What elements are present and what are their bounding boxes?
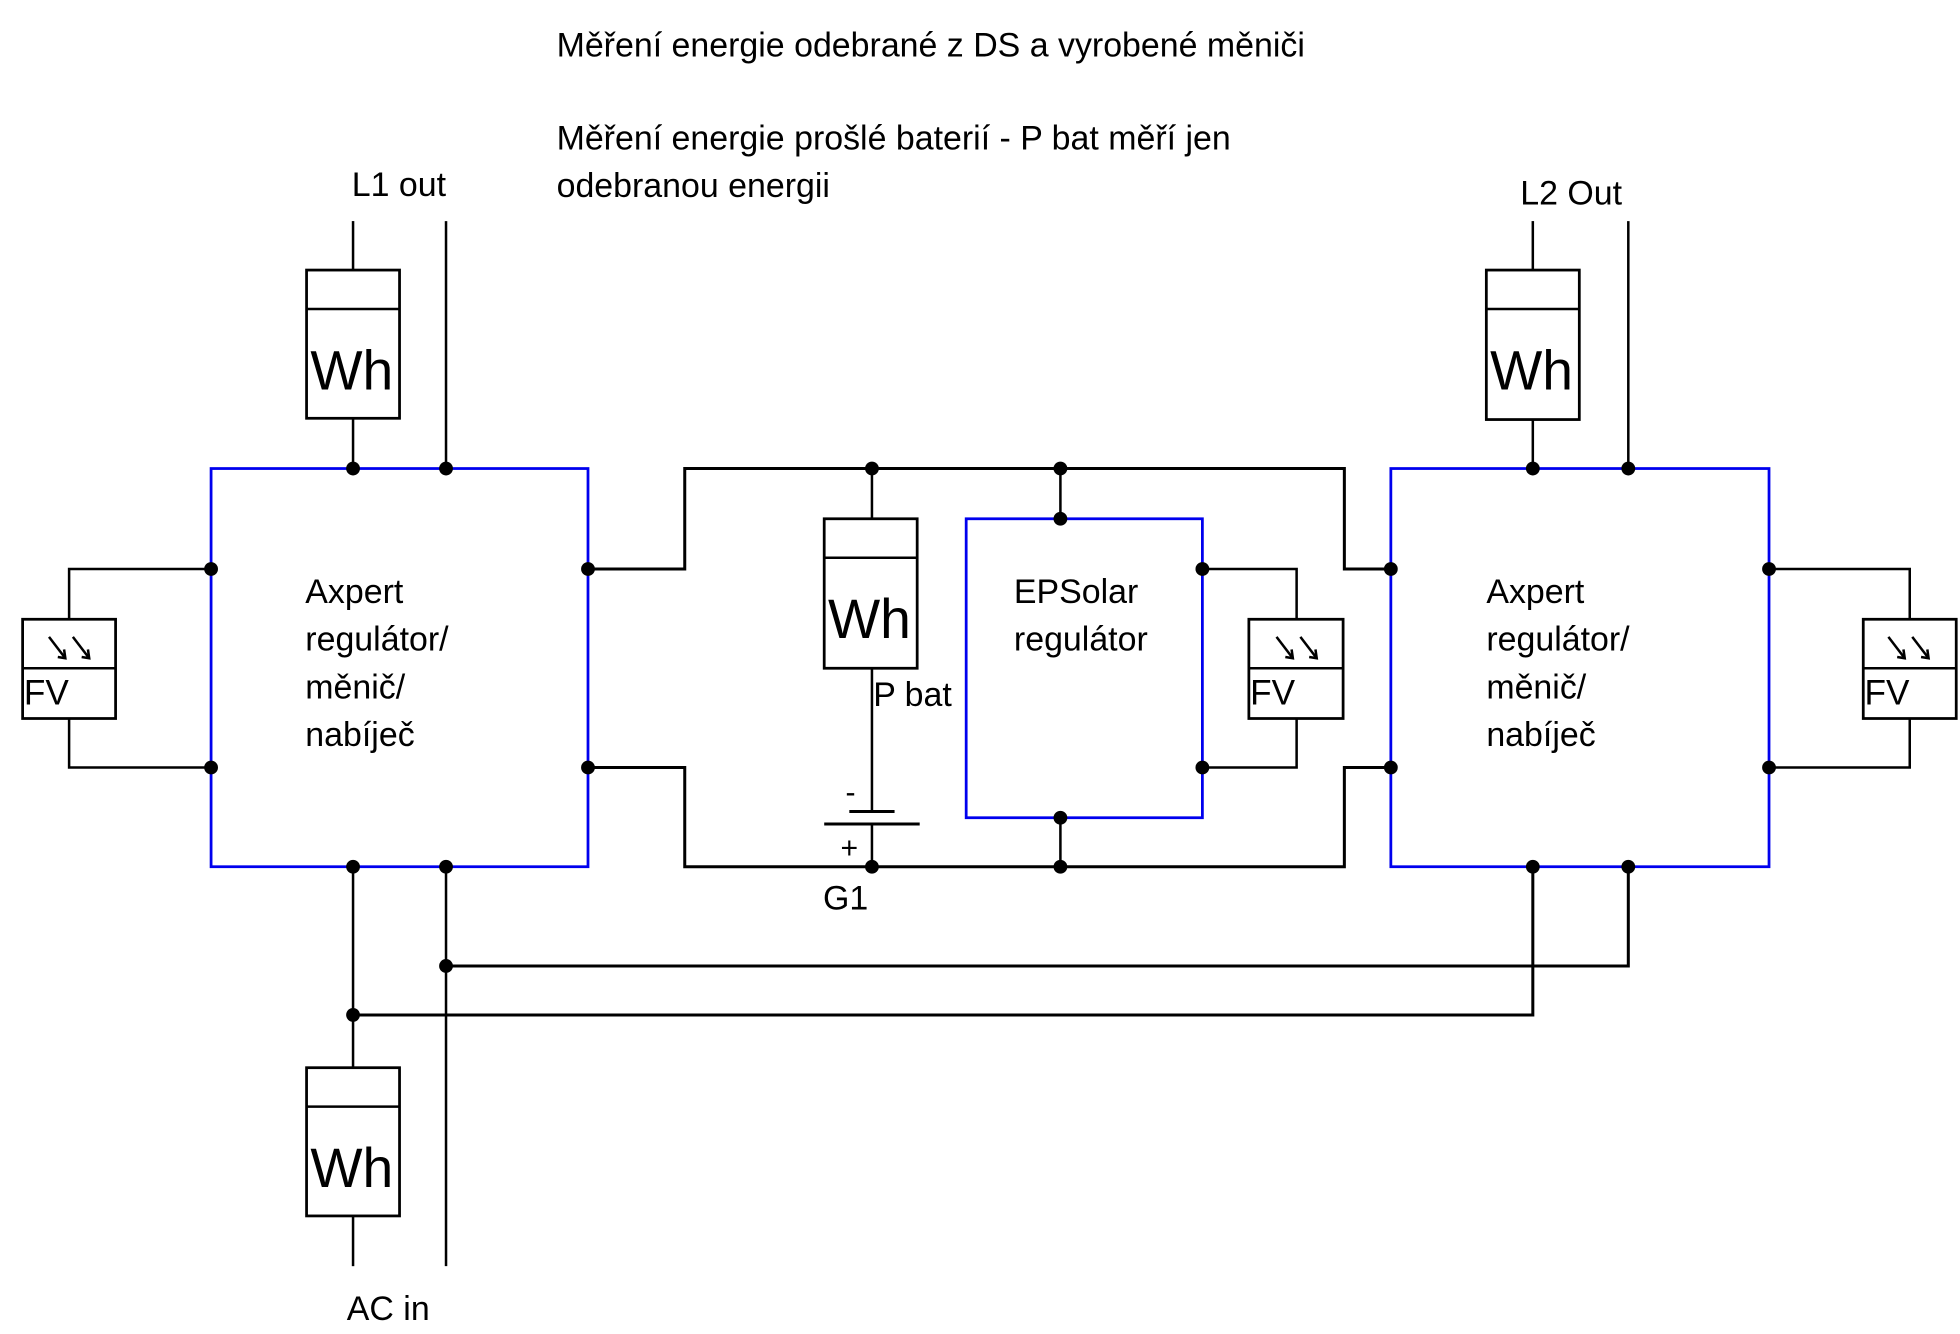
light-arrows-icon — [1275, 636, 1319, 660]
junction-dot — [1053, 859, 1068, 874]
dc-bus-bottom — [588, 765, 1391, 869]
p-bat-label: P bat — [873, 676, 952, 714]
junction-dot — [204, 562, 218, 576]
axpert-right-outline — [1389, 467, 1771, 869]
junction-dot — [439, 461, 453, 476]
junction-dot — [1383, 760, 1398, 775]
junction-dot — [346, 1008, 360, 1022]
battery-name-label: G1 — [823, 879, 868, 917]
battery-energy-meter: Wh — [822, 517, 919, 670]
meter-body — [305, 268, 401, 420]
ac-energy-meter: Wh — [305, 1066, 401, 1218]
pv-left-label: FV — [24, 674, 69, 713]
junction-dot — [1053, 461, 1068, 476]
pv-left-wire-bottom — [67, 718, 212, 769]
dc-bus — [588, 467, 1391, 869]
battery-branch: Wh P bat - + G1 — [822, 468, 952, 917]
pv-right-wire-bottom — [1769, 718, 1911, 769]
epsolar-line-1: EPSolar — [1014, 573, 1138, 611]
l2-energy-meter: Wh — [1484, 268, 1581, 421]
junction-dot — [439, 859, 453, 874]
axpert-left-line-1: Axpert — [305, 573, 404, 611]
ac-line-bridge — [353, 866, 1535, 1017]
light-arrows-icon — [48, 636, 91, 660]
junction-dot — [1621, 461, 1636, 476]
pv-panel-right: FV — [1769, 567, 1958, 769]
meter-body — [305, 1066, 401, 1218]
meter-label: Wh — [1490, 339, 1573, 401]
junction-dot — [1195, 760, 1210, 775]
pv-right-label: FV — [1865, 674, 1910, 713]
epsolar-line-2: regulátor — [1014, 621, 1148, 659]
junction-dot — [346, 461, 360, 476]
l1-energy-meter: Wh — [305, 268, 401, 420]
axpert-right-block: Axpert regulátor/ měnič/ nabíječ — [1389, 467, 1771, 869]
note-line-1: Měření energie odebrané z DS a vyrobené … — [557, 27, 1305, 65]
terminal-ac-in-label: AC in — [347, 1290, 430, 1328]
pv-mid-wire-top — [1202, 567, 1298, 620]
junction-dot — [346, 859, 360, 874]
junction-dot — [1383, 562, 1398, 576]
terminal-l2-out-label: L2 Out — [1520, 175, 1622, 213]
pv-panel-left: FV — [21, 567, 212, 769]
junction-dot — [204, 760, 218, 775]
axpert-right-line-2: regulátor/ — [1486, 621, 1630, 659]
junction-dot — [581, 760, 595, 775]
junction-dot — [1762, 760, 1776, 775]
note-line-2a: Měření energie prošlé baterií - P bat mě… — [557, 119, 1231, 157]
axpert-left-block: Axpert regulátor/ měnič/ nabíječ — [209, 467, 590, 869]
battery-minus-label: - — [846, 777, 856, 810]
junction-nodes — [204, 461, 1776, 1022]
axpert-left-outline — [209, 467, 590, 869]
junction-dot — [865, 461, 879, 476]
battery-plus-label: + — [841, 832, 859, 865]
l2-output-group: Wh — [1484, 221, 1630, 469]
pv-mid-wire-bottom — [1202, 718, 1298, 769]
light-arrows-icon — [1887, 636, 1931, 660]
epsolar-block: EPSolar regulátor — [964, 468, 1204, 867]
epsolar-outline — [964, 517, 1204, 820]
junction-dot — [1621, 859, 1636, 874]
pv-right-wire-top — [1769, 567, 1911, 620]
ac-input-group: Wh — [305, 866, 1630, 1267]
meter-body — [1484, 268, 1581, 421]
pv-left-wire-top — [67, 567, 212, 620]
meter-label: Wh — [828, 588, 911, 650]
dc-bus-top — [588, 467, 1391, 571]
axpert-left-line-3: měnič/ — [305, 668, 405, 706]
axpert-right-line-1: Axpert — [1486, 573, 1585, 611]
axpert-left-line-4: nabíječ — [305, 716, 414, 754]
meter-label: Wh — [310, 339, 393, 401]
note-line-2b: odebranou energii — [557, 167, 830, 205]
junction-dot — [581, 562, 595, 576]
junction-dot — [1762, 562, 1776, 576]
axpert-right-line-3: měnič/ — [1486, 668, 1586, 706]
pv-panel-middle: FV — [1202, 567, 1345, 769]
junction-dot — [1195, 562, 1210, 576]
battery-symbol — [824, 809, 920, 826]
axpert-left-line-2: regulátor/ — [305, 621, 449, 659]
junction-dot — [1525, 859, 1540, 874]
junction-dot — [1053, 810, 1068, 825]
junction-dot — [865, 859, 879, 874]
pv-mid-label: FV — [1250, 674, 1295, 713]
ac-neutral-bridge — [446, 866, 1630, 968]
junction-dot — [1053, 511, 1068, 526]
junction-dot — [439, 959, 453, 973]
terminal-l1-out-label: L1 out — [352, 166, 447, 204]
meter-label: Wh — [310, 1137, 393, 1199]
l1-output-group: Wh — [305, 221, 448, 469]
axpert-right-line-4: nabíječ — [1486, 716, 1595, 754]
junction-dot — [1525, 461, 1540, 476]
